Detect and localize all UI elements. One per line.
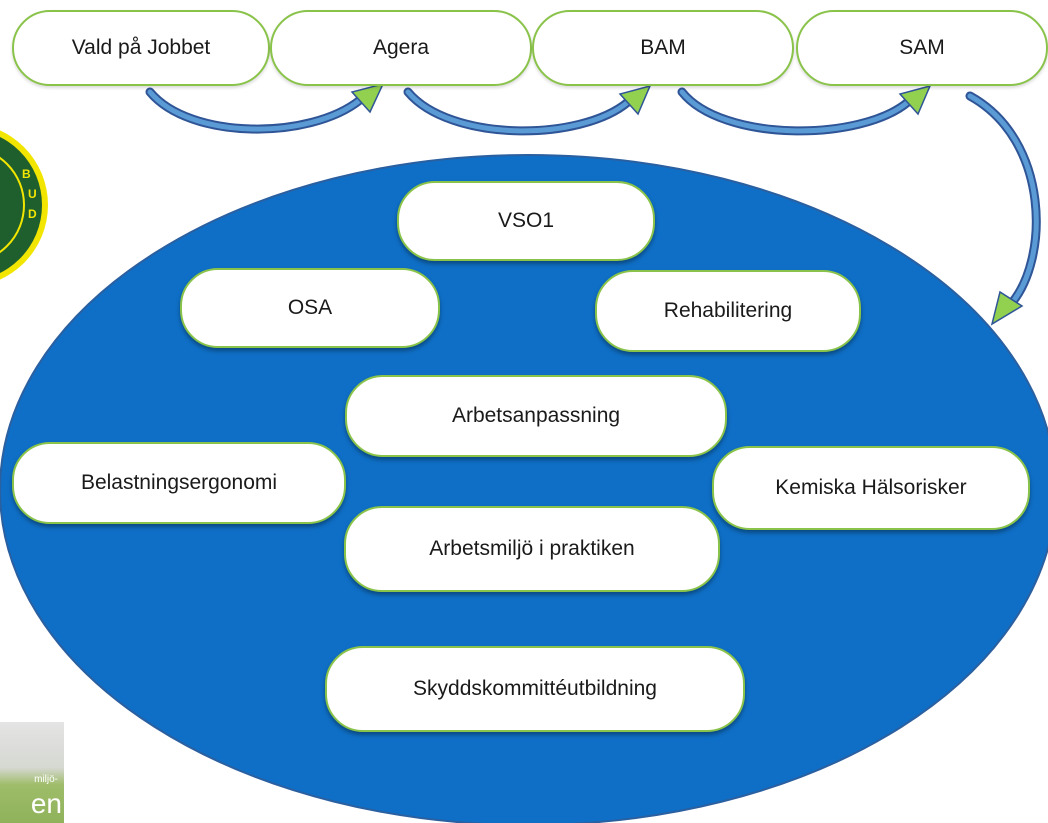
arrow-vald-to-agera xyxy=(145,87,365,134)
flow-node-vald-pa-jobbet: Vald på Jobbet xyxy=(12,10,270,86)
flow-node-sam: SAM xyxy=(796,10,1048,86)
arrowhead-ellipse xyxy=(990,290,1024,326)
arrow-bam-to-sam xyxy=(677,87,913,136)
svg-text:D: D xyxy=(28,207,37,221)
flow-node-bam: BAM xyxy=(532,10,794,86)
flow-arrows xyxy=(145,82,1041,326)
partial-logo-image: miljö- en xyxy=(0,722,64,823)
arrowhead-bam xyxy=(618,84,652,116)
logo-big-text: en xyxy=(30,788,62,819)
course-node-arbetsmiljo-i-praktiken: Arbetsmiljö i praktiken xyxy=(344,506,720,592)
course-node-rehabilitering: Rehabilitering xyxy=(595,270,861,352)
course-node-osa: OSA xyxy=(180,268,440,348)
course-node-belastningsergonomi: Belastningsergonomi xyxy=(12,442,346,524)
arrowhead-agera xyxy=(350,82,385,114)
course-node-vso1: VSO1 xyxy=(397,181,655,261)
course-node-kemiska-halsorisker: Kemiska Hälsorisker xyxy=(712,446,1030,530)
course-node-skyddskommitteutbildning: Skyddskommittéutbildning xyxy=(325,646,745,732)
badge-emblem-icon: B U D xyxy=(0,130,48,280)
course-node-arbetsanpassning: Arbetsanpassning xyxy=(345,375,727,457)
logo-small-text: miljö- xyxy=(34,774,58,785)
arrow-agera-to-bam xyxy=(403,87,633,136)
flow-node-agera: Agera xyxy=(270,10,532,86)
arrowhead-sam xyxy=(898,84,932,116)
svg-text:U: U xyxy=(28,187,37,201)
svg-text:B: B xyxy=(22,167,31,181)
